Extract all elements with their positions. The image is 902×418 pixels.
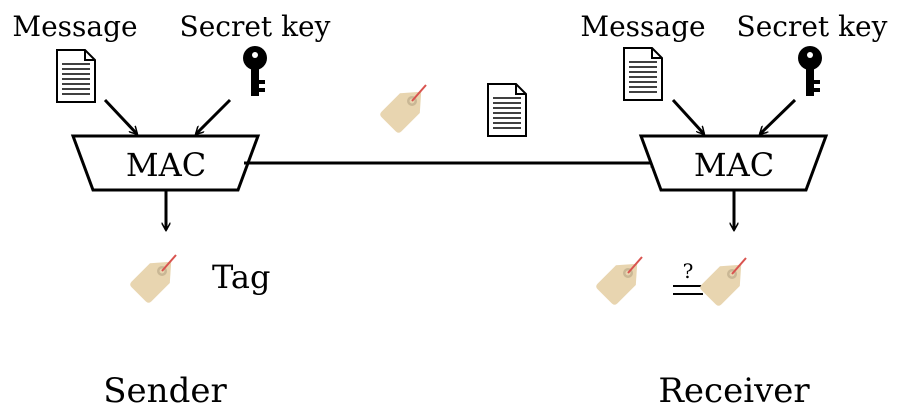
receiver-mac-label: MAC bbox=[694, 146, 774, 184]
receiver-mac-box bbox=[638, 134, 829, 192]
computed-tag-icon bbox=[697, 253, 753, 309]
sender-tag-icon bbox=[127, 250, 183, 306]
receiver-key-icon bbox=[798, 46, 822, 96]
sender-message-arrow bbox=[103, 98, 137, 134]
sender-mac-box bbox=[70, 134, 261, 192]
sender-mac-label: MAC bbox=[126, 146, 206, 184]
transmitted-tag-icon bbox=[377, 80, 433, 136]
sender-tag-label: Tag bbox=[212, 258, 270, 296]
sender-message-label: Message bbox=[12, 10, 137, 43]
receiver-document-icon bbox=[623, 47, 663, 101]
sender-key-icon bbox=[243, 46, 267, 96]
compare-symbol: ? bbox=[673, 259, 703, 295]
sender-role-label: Sender bbox=[103, 371, 227, 411]
receiver-key-arrow bbox=[760, 98, 797, 134]
received-tag-icon bbox=[593, 252, 649, 308]
receiver-secret-key-label: Secret key bbox=[737, 10, 888, 43]
transmitted-document-icon bbox=[487, 83, 527, 137]
receiver-message-arrow bbox=[671, 98, 704, 134]
receiver-message-label: Message bbox=[580, 10, 705, 43]
compare-question-mark: ? bbox=[683, 259, 694, 283]
sender-document-icon bbox=[56, 49, 96, 103]
sender-secret-key-label: Secret key bbox=[180, 10, 331, 43]
receiver-role-label: Receiver bbox=[658, 371, 810, 411]
sender-key-arrow bbox=[196, 98, 232, 134]
